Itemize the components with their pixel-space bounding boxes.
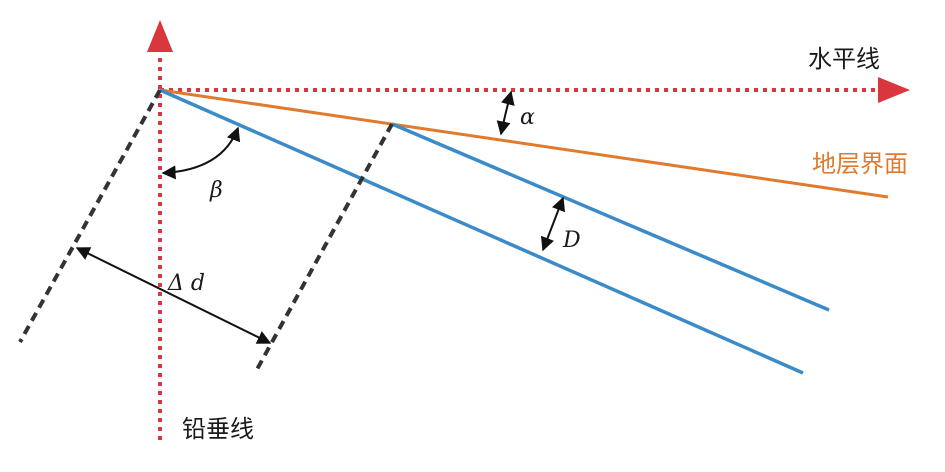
thickness-arrow — [540, 196, 566, 252]
alpha-label: α — [520, 105, 535, 130]
beta-label: β — [209, 178, 223, 203]
horizontal-line-label: 水平线 — [808, 45, 880, 73]
layer-top-line — [391, 122, 830, 312]
vertical-line-label: 铅垂线 — [182, 415, 254, 443]
layer-bottom-line — [159, 88, 804, 375]
beta-arc — [161, 126, 241, 180]
stratum-interface-line — [159, 88, 889, 199]
stratum-interface-label: 地层界面 — [812, 150, 908, 178]
alpha-arc — [496, 90, 515, 136]
vertical-arrowhead — [147, 20, 173, 52]
delta-d-arrow — [75, 247, 272, 344]
dashed-line-right — [253, 123, 394, 374]
dashed-line-left — [18, 89, 162, 343]
horizontal-arrowhead — [878, 77, 910, 103]
thickness-label: D — [562, 228, 581, 253]
delta-d-label: Δ d — [167, 271, 205, 296]
